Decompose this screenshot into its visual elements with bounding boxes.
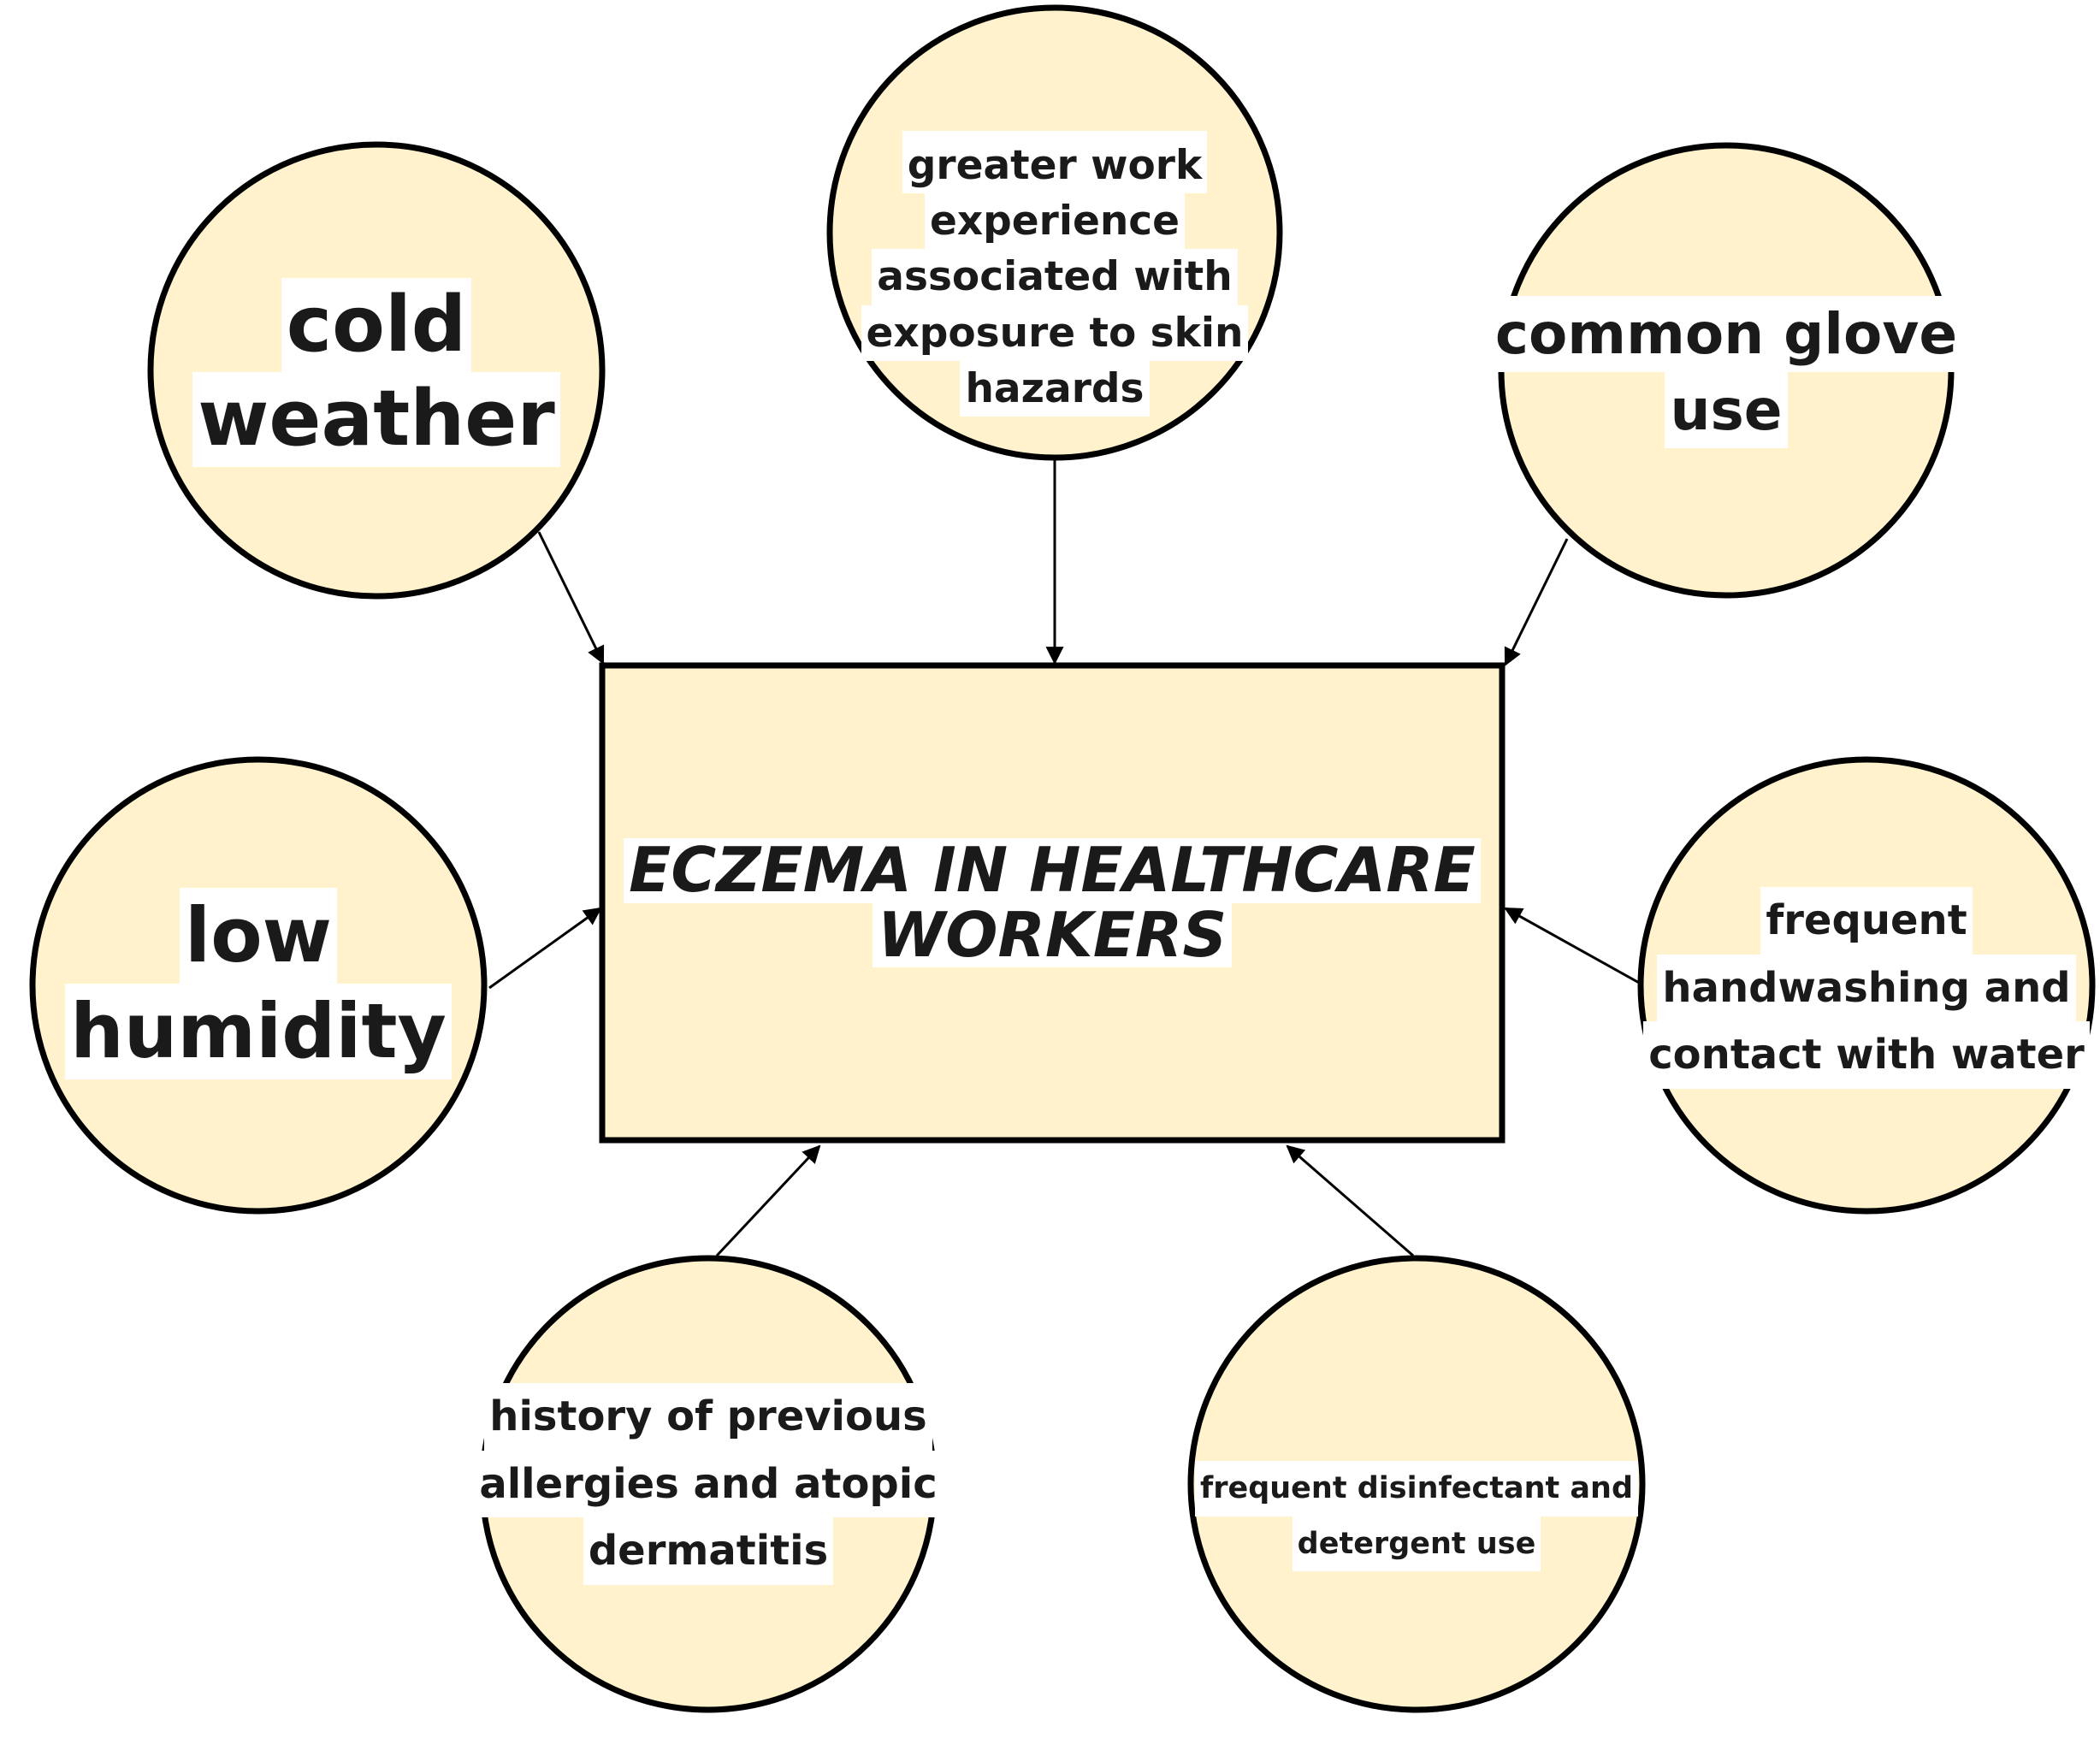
node-common-glove-use bbox=[1498, 142, 1955, 599]
node-greater-work-experience bbox=[826, 4, 1283, 461]
node-frequent-handwashing bbox=[1637, 756, 2096, 1215]
node-history-of-allergies bbox=[479, 1255, 938, 1713]
arrow-disinfectant-detergent-use bbox=[1286, 1144, 1414, 1257]
node-disinfectant-detergent-use bbox=[1187, 1255, 1646, 1713]
arrow-low-humidity bbox=[488, 907, 602, 990]
arrow-history-of-allergies bbox=[715, 1144, 821, 1257]
node-cold-weather bbox=[147, 141, 606, 600]
center-box bbox=[599, 662, 1505, 1144]
arrow-cold-weather bbox=[537, 531, 605, 665]
arrow-common-glove-use bbox=[1504, 538, 1569, 666]
arrow-frequent-handwashing bbox=[1504, 907, 1642, 985]
node-low-humidity bbox=[29, 756, 488, 1215]
